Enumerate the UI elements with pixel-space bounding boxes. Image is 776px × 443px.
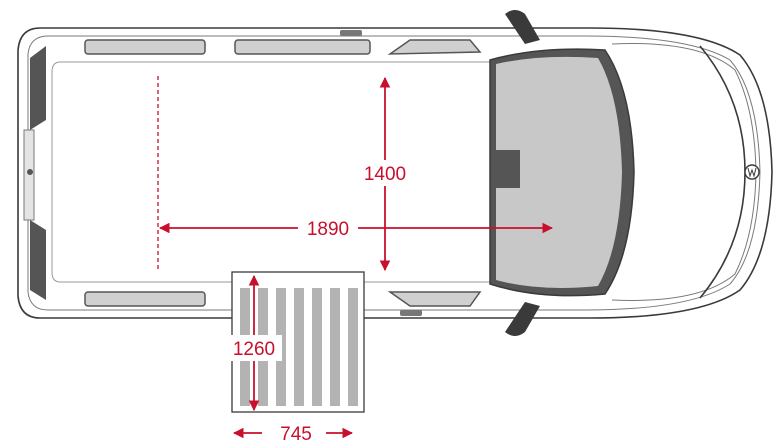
length-dimension-label: 1890 — [307, 219, 349, 240]
mirror-top-icon — [505, 10, 540, 44]
rear-left-strip — [30, 46, 46, 130]
front-side-window-bottom — [387, 291, 482, 307]
height-dimension-label: 1400 — [364, 164, 406, 185]
ramp-width-dimension-label: 745 — [280, 424, 312, 443]
front-side-window-top — [387, 39, 482, 55]
van-body-inner-line — [27, 35, 761, 311]
roof-rail-bottom — [400, 310, 422, 316]
side-window-top-1 — [84, 39, 206, 55]
side-window-top-2 — [234, 39, 371, 55]
vw-logo-mark — [747, 167, 757, 178]
rear-door-panel — [23, 129, 35, 221]
cargo-roof-outline — [51, 61, 491, 283]
vw-logo-icon — [744, 164, 760, 180]
roof-rail-top — [340, 30, 362, 36]
rear-door-handle-icon — [27, 169, 33, 175]
ramp-length-dimension-label: 1260 — [233, 339, 275, 360]
mirror-bottom-icon — [505, 302, 540, 336]
rear-right-strip — [30, 220, 46, 300]
side-window-bottom-1 — [84, 291, 206, 307]
